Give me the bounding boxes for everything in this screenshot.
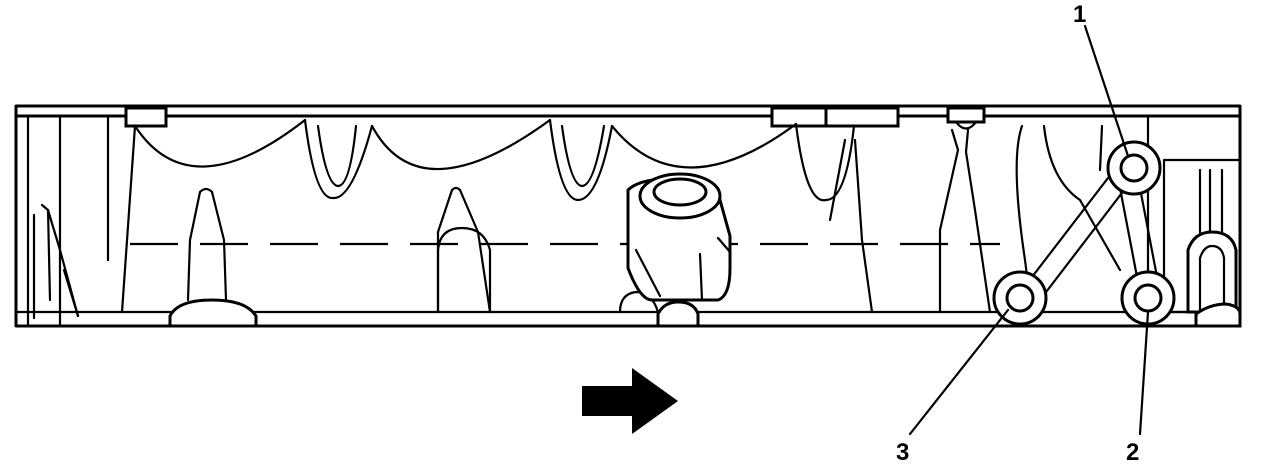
callout-2-label: 2 <box>1126 439 1139 466</box>
callout-1-label: 1 <box>1073 1 1086 28</box>
callout-3-label: 3 <box>896 439 909 466</box>
combustion-chambers <box>133 118 856 202</box>
lower-bosses <box>168 226 700 328</box>
right-end-detail <box>1162 158 1242 328</box>
arrow-right-icon <box>582 368 678 434</box>
bolt-hole-group <box>992 140 1176 326</box>
spark-plug-boss <box>626 172 732 302</box>
leader-lines <box>908 24 1150 436</box>
top-mounting-pads <box>124 106 986 130</box>
